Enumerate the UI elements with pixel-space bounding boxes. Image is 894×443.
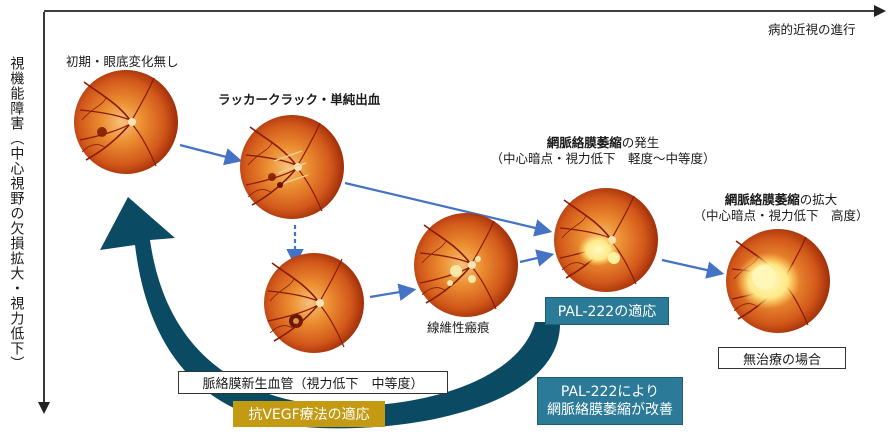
- fundus-lacquer: [240, 115, 344, 219]
- atrophy-expand-title: 網脈絡膜萎縮: [724, 192, 800, 207]
- axes: [38, 5, 886, 414]
- pal-improve-line2: 網脈絡膜萎縮が改善: [547, 402, 673, 418]
- pal-improve-line1: PAL-222により: [560, 383, 660, 400]
- cnv-box: 脈絡膜新生血管（視力低下 中等度）: [178, 371, 448, 394]
- fundus-initial: [74, 70, 178, 174]
- stage-atrophy-expand-label: 網脈絡膜萎縮の拡大 （中心暗点・視力低下 高度）: [676, 192, 886, 223]
- fundus-cnv: [264, 253, 364, 353]
- stage-atrophy-onset-label: 網脈絡膜萎縮の発生 （中心暗点・視力低下 軽度～中等度）: [478, 135, 728, 166]
- arrow-lacquer-to-atrophy: [344, 181, 553, 237]
- fundus-atrophy-onset: [554, 188, 658, 292]
- arrow-scar-to-atrophy: [519, 249, 555, 267]
- arrow-cnv-to-scar: [369, 283, 417, 301]
- fundus-scar: [414, 213, 518, 317]
- progression-arrows: [179, 143, 725, 301]
- fundus-atrophy-expand: [726, 229, 830, 333]
- y-axis-arrowhead: [38, 402, 50, 414]
- x-axis-label: 病的近視の進行: [768, 22, 856, 37]
- atrophy-onset-title-rest: の発生: [621, 135, 660, 150]
- atrophy-expand-title-rest: の拡大: [799, 192, 838, 207]
- no-treatment-box: 無治療の場合: [718, 347, 846, 369]
- atrophy-expand-sub: （中心暗点・視力低下 高度）: [693, 207, 869, 223]
- pal-improve-box: PAL-222により 網脈絡膜萎縮が改善: [537, 377, 683, 425]
- stage-initial-label: 初期・眼底変化無し: [66, 54, 179, 69]
- atrophy-onset-title: 網脈絡膜萎縮: [546, 135, 622, 150]
- y-axis-label: 視機能障害（中心視野の欠損拡大・視力低下）: [8, 56, 25, 371]
- arrow-initial-to-lacquer: [179, 143, 243, 166]
- stage-lacquer-label: ラッカークラック・単純出血: [218, 92, 381, 107]
- arrow-atrophy-to-expand: [661, 258, 725, 279]
- treatment-loop-arrow: [100, 197, 561, 429]
- pal-indication-box: PAL-222の適応: [545, 297, 669, 325]
- x-axis-arrowhead: [874, 5, 886, 17]
- anti-vegf-box: 抗VEGF療法の適応: [233, 401, 385, 427]
- atrophy-onset-sub: （中心暗点・視力低下 軽度～中等度）: [490, 150, 716, 166]
- stage-fibro-label: 線維性瘢痕: [427, 320, 490, 335]
